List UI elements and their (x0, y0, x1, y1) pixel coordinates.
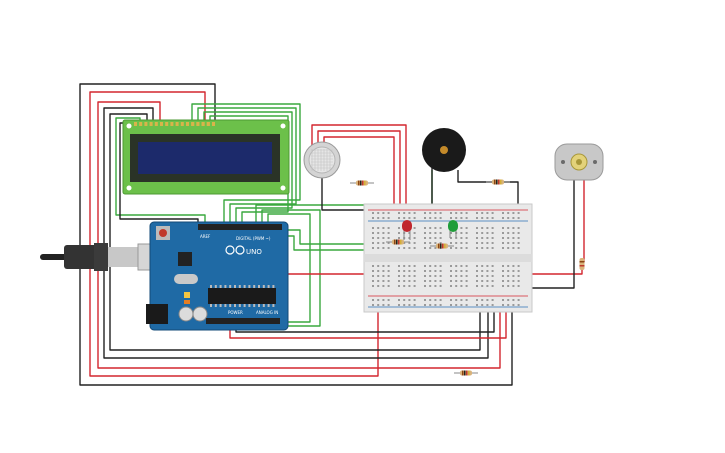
wire-black-outer[interactable] (79, 83, 513, 386)
wire-green-d3[interactable] (203, 111, 293, 225)
wire-black-3[interactable] (109, 113, 481, 351)
lcd-header-pins (134, 122, 215, 126)
resistors (350, 179, 585, 376)
board-brand: UNO (246, 248, 262, 256)
analog-label: ANALOG IN (256, 310, 278, 315)
lcd-screen (138, 142, 272, 174)
wire-green-d2[interactable] (197, 107, 297, 225)
gas-sensor[interactable] (303, 141, 341, 179)
power-analog-header (206, 318, 280, 324)
resistor[interactable] (350, 180, 374, 186)
arduino-uno-board[interactable]: UNO DIGITAL (PWM ~) POWER ANALOG IN AREF (146, 221, 289, 331)
led-green[interactable] (448, 220, 458, 238)
wire-green-sig2[interactable] (261, 209, 321, 327)
wire-red-2[interactable] (97, 101, 501, 369)
resistor[interactable] (486, 179, 510, 185)
led-red[interactable] (402, 220, 412, 240)
digital-label: DIGITAL (PWM ~) (236, 236, 271, 241)
resistor-vertical[interactable] (579, 258, 585, 270)
resistor[interactable] (386, 239, 410, 245)
digital-header (198, 224, 282, 230)
arduino-logo-icon (225, 245, 245, 255)
power-label: POWER (228, 310, 243, 315)
dc-motor[interactable] (554, 143, 604, 181)
wire-black-2[interactable] (103, 107, 489, 359)
breadboard-holes (372, 212, 520, 306)
usb-cable[interactable] (40, 243, 163, 271)
reset-button[interactable] (159, 229, 167, 237)
resistor[interactable] (454, 370, 478, 376)
atmega-chip (208, 288, 276, 304)
wire-red-outer[interactable] (89, 91, 379, 377)
wire-black-gas[interactable] (321, 178, 380, 211)
chip-legs (210, 285, 275, 307)
breadboard[interactable] (363, 203, 533, 313)
wire-green-sig3[interactable] (267, 213, 311, 323)
piezo-buzzer[interactable] (422, 128, 466, 172)
aref-label: AREF (200, 234, 211, 239)
power-jack (146, 304, 168, 324)
resistor[interactable] (430, 243, 454, 249)
lcd-module[interactable] (122, 119, 290, 195)
wire-green-d1[interactable] (191, 103, 301, 225)
wire-red-gas1[interactable] (311, 124, 407, 212)
